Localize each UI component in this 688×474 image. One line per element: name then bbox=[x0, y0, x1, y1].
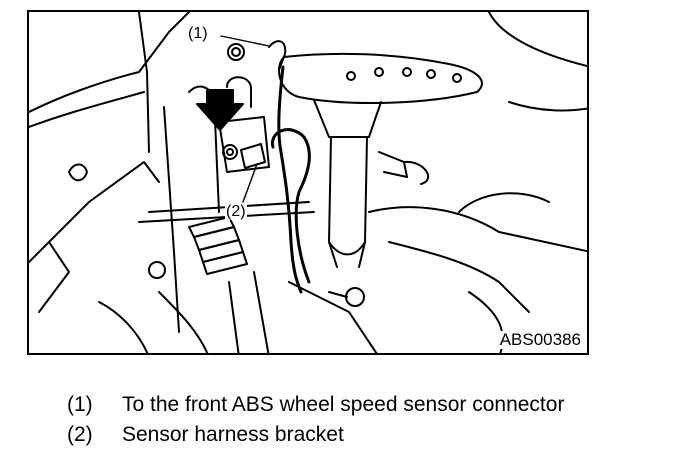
callout-2: (2) bbox=[225, 203, 247, 220]
legend-number: (2) bbox=[67, 423, 93, 446]
callout-1: (1) bbox=[187, 25, 209, 42]
figure-id: ABS00386 bbox=[497, 330, 583, 349]
suspension-line-drawing bbox=[29, 12, 587, 353]
illustration-frame: (1) (2) ABS00386 bbox=[27, 10, 589, 355]
legend-number: (1) bbox=[67, 393, 93, 416]
legend-item: (2) Sensor harness bracket bbox=[67, 420, 564, 450]
legend-text: Sensor harness bracket bbox=[122, 423, 344, 446]
legend-text: To the front ABS wheel speed sensor conn… bbox=[122, 393, 565, 416]
legend-item: (1) To the front ABS wheel speed sensor … bbox=[67, 390, 564, 420]
legend: (1) To the front ABS wheel speed sensor … bbox=[67, 390, 564, 450]
